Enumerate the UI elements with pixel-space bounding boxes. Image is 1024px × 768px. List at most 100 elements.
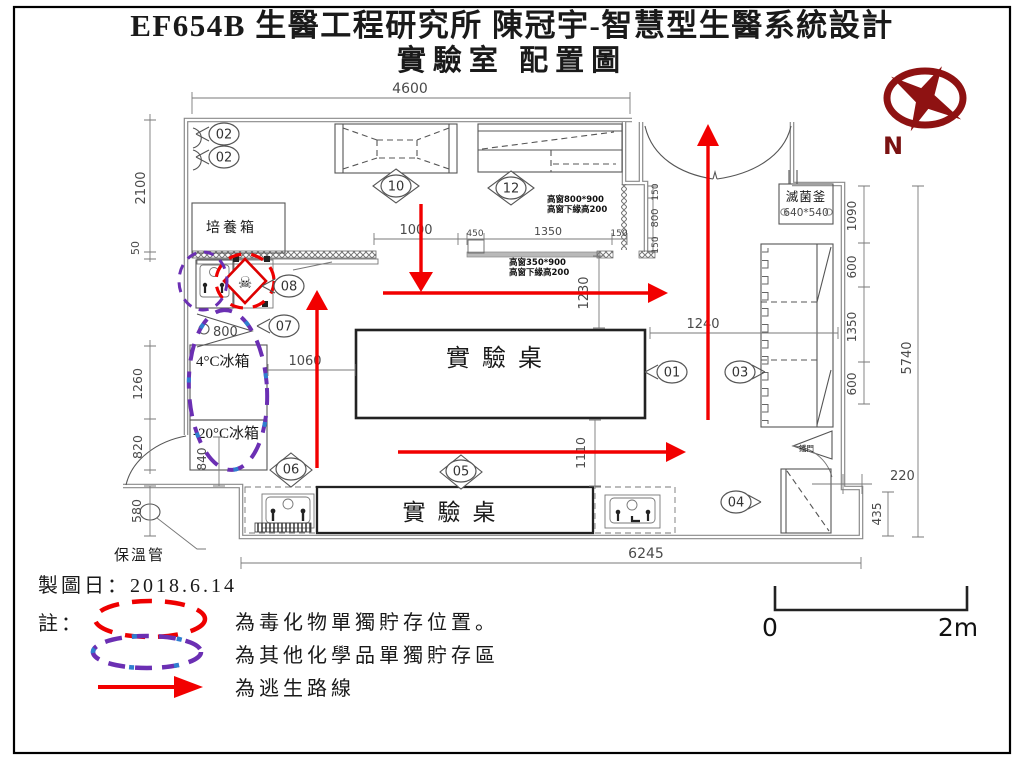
dim-800-alcove: 800: [650, 208, 661, 227]
dim-1350-right: 1350: [845, 312, 859, 343]
escape-arrow-up-main: [697, 124, 719, 420]
wall-outline: [123, 117, 864, 540]
legend-toxic-symbol: [92, 598, 208, 640]
svg-text:03: 03: [732, 366, 749, 381]
compass-north-label: N: [883, 132, 903, 160]
svg-text:06: 06: [283, 463, 300, 478]
sink-right: [604, 494, 661, 529]
toxic-storage-circle: [214, 252, 276, 310]
tag-07: 07: [256, 314, 300, 338]
legend-chemical-symbol: [90, 633, 204, 671]
cabinet-12: [477, 123, 623, 173]
iron-door-label: 鐵門: [799, 443, 814, 453]
fridge-4c: 4°C冰箱: [189, 344, 268, 421]
tag-03: 03: [724, 360, 766, 384]
cabinet-column-right: [760, 243, 834, 428]
dim-580: 580: [129, 499, 144, 523]
svg-text:07: 07: [276, 320, 293, 335]
sink-left: [254, 493, 315, 533]
legend-note-label: 註：: [38, 612, 84, 635]
dim-800-door: 800: [213, 325, 238, 340]
dim-600-b: 600: [845, 373, 859, 396]
window-pier-b: [638, 250, 656, 259]
toxic-diamond-icon: ☠: [222, 257, 268, 305]
dim-left-2100: 2100: [134, 171, 149, 204]
tag-05: 05: [439, 454, 483, 490]
dim-1090: 1090: [845, 201, 859, 232]
tag-12: 12: [487, 170, 535, 206]
dim-150-alcove-a: 150: [651, 183, 661, 200]
page-title-line1: EF654B 生醫工程研究所 陳冠宇-智慧型生醫系統設計: [130, 8, 894, 43]
window-strip-vertical: [621, 184, 627, 250]
dim-600-a: 600: [845, 256, 859, 279]
bench-upper: 實驗桌: [354, 328, 647, 420]
incubator-label: 培養箱: [206, 219, 257, 236]
page-border: [12, 5, 1012, 755]
scale-bar: 0 2m: [762, 586, 978, 642]
scale-max-label: 2m: [938, 613, 978, 642]
skull-icon: ☠: [238, 273, 252, 292]
dim-1240: 1240: [686, 317, 719, 332]
page-title-line2: 實驗室 配置圖: [397, 43, 627, 77]
tag-04: 04: [720, 490, 762, 514]
cabinet-10: [334, 123, 458, 174]
double-door-top: [644, 125, 792, 180]
cabinet-bottom-right: [780, 468, 832, 534]
dim-1260: 1260: [130, 368, 145, 400]
window-pier-a: [596, 250, 614, 259]
insulated-pipe-label: 保溫管: [114, 547, 165, 564]
escape-arrow-right-upper: [383, 283, 668, 303]
window-sill-bar: [196, 258, 379, 265]
door-swing-bottom-left: [125, 435, 187, 486]
escape-arrow-down: [409, 204, 433, 292]
dimension-lines: [144, 92, 924, 569]
drawing-date: 製圖日：2018.6.14: [38, 574, 237, 597]
dim-band-50: 50: [129, 241, 142, 255]
cabinet-hinge-strip: [762, 248, 771, 424]
tag-10: 10: [372, 168, 420, 204]
tag-02-b: 02: [195, 145, 240, 169]
dim-150-window: 150: [610, 229, 627, 239]
window1-size-label: 高窗800*900: [547, 194, 604, 205]
tag-06: 06: [269, 452, 313, 488]
window-band-mid: [466, 251, 601, 258]
dim-top: 4600: [392, 81, 428, 97]
autoclave: 滅菌釜 640*540: [778, 170, 834, 225]
dim-150-alcove-b: 150: [651, 236, 661, 253]
svg-text:12: 12: [503, 182, 520, 197]
legend-escape-text: 為逃生路線: [235, 677, 355, 700]
chemical-storage-ellipse: [186, 308, 270, 472]
legend-toxic-text: 為毒化物單獨貯存位置。: [235, 611, 499, 634]
escape-arrow-up-left: [306, 290, 328, 468]
window-post: [467, 239, 485, 254]
scale-zero-label: 0: [762, 613, 778, 642]
svg-text:08: 08: [281, 280, 298, 295]
bench-upper-label: 實驗桌: [446, 345, 554, 372]
dim-5740: 5740: [900, 341, 915, 374]
escape-arrow-right-lower: [398, 442, 686, 462]
tag-08: 08: [261, 274, 305, 298]
svg-text:02: 02: [216, 151, 233, 166]
tag-02-a: 02: [195, 122, 240, 146]
svg-text:02: 02: [216, 128, 233, 143]
fridge-4c-label: 4°C冰箱: [196, 353, 250, 370]
svg-text:01: 01: [664, 366, 681, 381]
window1-sill-label: 高窗下緣高200: [547, 204, 607, 215]
chemical-storage-ellipse-small: [177, 250, 229, 312]
dim-6245: 6245: [628, 546, 664, 562]
insulated-pipe: 保溫管: [114, 503, 206, 564]
legend-chemical-text: 為其他化學品單獨貯存區: [235, 644, 499, 667]
window2-sill-label: 高窗下緣高200: [509, 267, 569, 278]
sill-tick: [292, 261, 333, 271]
compass-rose: N: [883, 66, 967, 160]
svg-text:05: 05: [453, 465, 470, 480]
window-band-left: [191, 250, 377, 259]
tag-01: 01: [644, 360, 688, 384]
dim-840: 840: [195, 448, 209, 471]
legend-escape-symbol: [98, 676, 203, 698]
svg-text:04: 04: [728, 496, 745, 511]
dim-1060: 1060: [288, 354, 321, 369]
window2-size-label: 高窗350*900: [509, 257, 566, 268]
bench-lower: 實驗桌: [315, 485, 595, 535]
